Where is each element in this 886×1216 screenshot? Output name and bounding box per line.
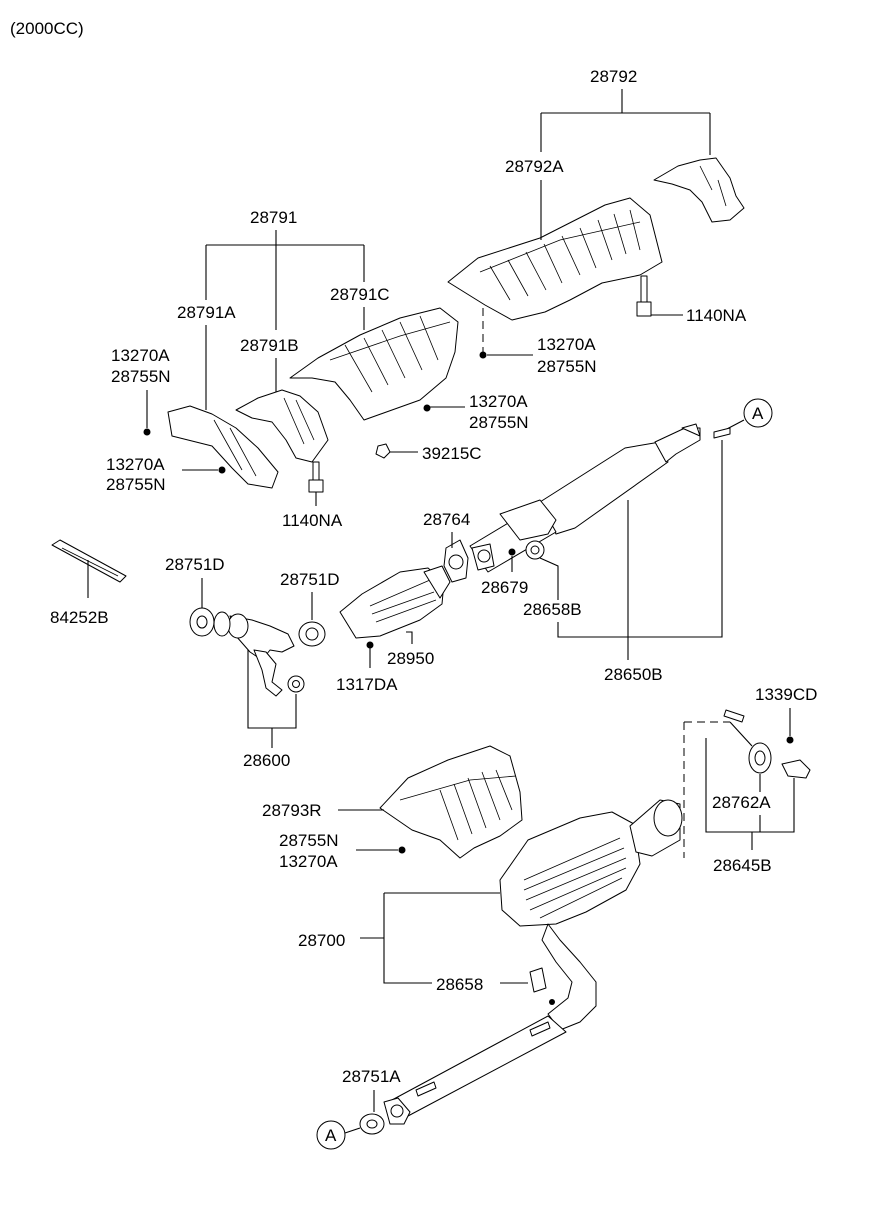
clip-39215C [375,443,391,459]
flange-gasket-28764 [443,539,469,583]
label-1317DA: 1317DA [336,675,398,694]
gasket-28600-flange [213,611,231,637]
nut-1339CD [786,736,794,744]
hanger-bolt-28645B [723,709,745,723]
bolt-1317DA [366,641,374,649]
bolt-1140NA-lower [308,461,324,493]
hanger-rubber-28658 [529,967,547,993]
gasket-28751D-right [298,621,326,647]
label-28755N-lower-left: 28755N [106,475,166,494]
label-84252B: 84252B [50,608,109,627]
label-28755N-top: 28755N [537,357,597,376]
hanger-rubber-28762A [748,742,772,774]
label-13270A-top: 13270A [537,335,596,354]
engine-capacity-title: (2000CC) [10,19,84,38]
label-13270A-middle: 13270A [469,392,528,411]
heat-protector-28791B-drawing [235,389,329,463]
label-28791C: 28791C [330,285,390,304]
heat-protector-28791A-drawing [167,405,279,489]
label-28792: 28792 [590,67,637,86]
label-28645B: 28645B [713,856,772,875]
nut-13270A-bottom [398,846,406,854]
label-28658: 28658 [436,975,483,994]
label-28792A: 28792A [505,157,564,176]
label-28600: 28600 [243,751,290,770]
nut-13270A-left [143,428,151,436]
label-39215C: 39215C [422,444,482,463]
label-28791: 28791 [250,208,297,227]
heat-protector-28793R-drawing [379,745,523,859]
heat-protector-28791C-drawing [289,307,459,421]
reference-A-bottom-circle [316,1120,346,1150]
label-1339CD: 1339CD [755,685,817,704]
center-muffler-28650B-drawing [469,423,701,573]
reference-A-bottom: A [325,1126,337,1145]
reference-A-top: A [752,404,764,423]
label-28762A: 28762A [712,793,771,812]
reference-A-top-circle [743,398,773,428]
label-28793R: 28793R [262,801,322,820]
nut-13270A-middle [423,404,431,412]
label-13270A-bottom: 13270A [279,852,338,871]
label-1140NA-top: 1140NA [686,306,747,325]
heat-protector-28792-bracket-drawing [653,157,745,223]
label-28751D-right: 28751D [280,570,340,589]
label-28751A: 28751A [342,1067,401,1086]
label-1140NA-lower: 1140NA [282,511,343,530]
pipe-flange-28751A [383,1097,411,1125]
label-13270A-left: 13270A [111,346,170,365]
gasket-28751A [359,1113,385,1135]
hanger-bracket-28645B [781,759,811,779]
catalytic-converter-28950-drawing [339,565,451,639]
bolt-28658 [549,999,555,1005]
label-28751D-left: 28751D [165,555,225,574]
label-28755N-bottom: 28755N [279,831,339,850]
label-28650B: 28650B [604,665,663,684]
bolt-28679 [508,548,516,556]
label-28679: 28679 [481,578,528,597]
gasket-28751D-left [189,607,215,637]
label-28755N-left: 28755N [111,367,171,386]
pipe-end-stub [713,427,731,439]
label-28700: 28700 [298,931,345,950]
label-28755N-middle: 28755N [469,413,529,432]
hanger-rubber-28658B [525,540,545,560]
flange-28679 [471,543,495,571]
heat-protector-28792A-drawing [447,197,663,321]
label-13270A-lower-left: 13270A [106,455,165,474]
bolt-1140NA-top [636,275,652,317]
nut-13270A-top [479,351,487,359]
nut-13270A-lower-left [218,466,226,474]
strap-84252B-drawing [51,539,127,583]
label-28791B: 28791B [240,336,299,355]
label-28658B: 28658B [523,600,582,619]
label-28764: 28764 [423,510,470,529]
label-28791A: 28791A [177,303,236,322]
hanger-rubber-28600 [287,675,305,693]
front-pipe-28600-drawing [227,613,295,697]
main-muffler-28700-drawing [499,799,683,1031]
label-28950: 28950 [387,649,434,668]
tail-pipe-drawing [391,1015,567,1117]
